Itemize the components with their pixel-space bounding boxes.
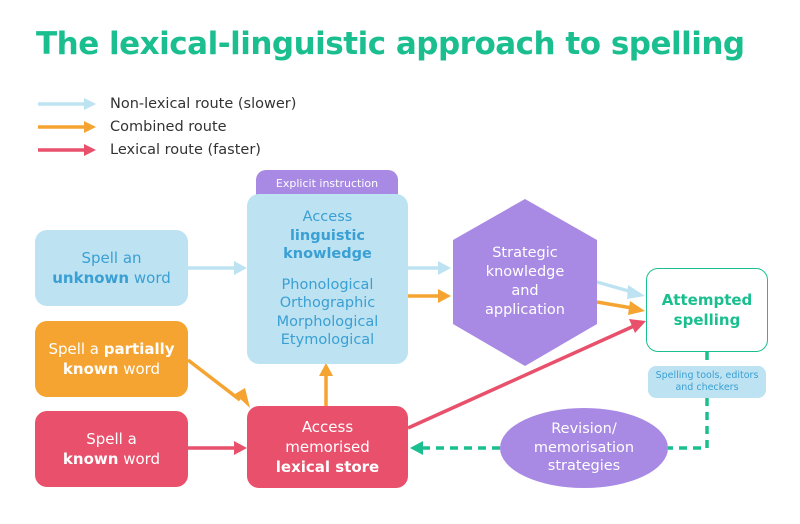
arrowhead (628, 301, 645, 315)
lexical-store-bold: lexical store (275, 458, 380, 477)
node-text: Spelling tools, editors (655, 370, 759, 382)
diagram-title: The lexical-linguistic approach to spell… (36, 26, 745, 62)
node-text: Spell a (48, 339, 100, 358)
node-text: memorisation (533, 439, 635, 456)
orange-arrow-icon (38, 121, 96, 133)
node-text: and checkers (675, 382, 739, 393)
spell-partially-known-word-box: Spell a partially known word (35, 321, 188, 397)
arrowhead (629, 319, 646, 333)
arrowhead (235, 388, 250, 408)
arrowhead (438, 289, 451, 303)
arrowhead (234, 441, 247, 455)
lexical-store-box: Access memorised lexical store (247, 406, 408, 488)
knowledge-type-etymological: Etymological (280, 332, 375, 349)
spell-unknown-word-box: Spell an unknown word (35, 230, 188, 306)
node-text: Spell an (81, 248, 142, 267)
knowledge-type-orthographic: Orthographic (279, 295, 376, 312)
light-blue-arrow-icon (38, 98, 96, 110)
node-text: application (485, 301, 565, 318)
node-text: Revision/ (551, 420, 617, 437)
arrowhead (410, 441, 423, 455)
lexical-access-label: Access (301, 417, 354, 436)
node-text: strategies (547, 458, 621, 475)
knowledge-type-phonological: Phonological (281, 276, 374, 293)
node-text: spelling (673, 311, 741, 329)
legend-label: Combined route (110, 119, 227, 135)
legend-item-combined: Combined route (36, 117, 227, 137)
strategic-hexagon (453, 199, 597, 366)
node-text: word (123, 450, 161, 468)
node-bold-text: partially (103, 339, 175, 358)
node-text: word (123, 360, 161, 378)
node-text: knowledge (485, 264, 565, 281)
legend-label: Non-lexical route (slower) (110, 96, 297, 112)
lexical-memorised-label: memorised (285, 437, 370, 456)
knowledge-type-morphological: Morphological (276, 313, 379, 330)
revision-ellipse (500, 408, 668, 488)
linguistic-bold-2: knowledge (283, 246, 372, 263)
spelling-tools-box: Spelling tools, editors and checkers (648, 366, 766, 398)
node-bold-text: known (62, 450, 119, 468)
arrowhead (319, 363, 333, 376)
node-text: Spell a (86, 429, 137, 448)
attempted-spelling-box: Attempted spelling (646, 268, 768, 352)
connector-tools-to-revision (668, 398, 709, 450)
linguistic-access-label: Access (302, 209, 353, 226)
connector-partial-to-lexical (186, 358, 242, 402)
explicit-instruction-tab: Explicit instruction (256, 170, 398, 196)
linguistic-bold-1: linguistic (289, 227, 366, 244)
legend-item-lexical: Lexical route (faster) (36, 140, 261, 160)
node-bold-text: unknown (52, 269, 130, 287)
legend-label: Lexical route (faster) (110, 142, 261, 158)
strategic-knowledge-label: Strategic knowledge and application (453, 240, 597, 324)
node-text: Strategic (492, 245, 558, 262)
arrowhead (627, 285, 645, 299)
node-bold-text: known (62, 360, 119, 378)
legend-item-non-lexical: Non-lexical route (slower) (36, 94, 296, 114)
spell-known-word-box: Spell a known word (35, 411, 188, 487)
revision-strategies-label: Revision/ memorisation strategies (500, 412, 668, 484)
pink-arrow-icon (38, 144, 96, 156)
node-text: Attempted (661, 290, 753, 309)
linguistic-knowledge-box: Access linguistic knowledge Phonological… (247, 194, 408, 364)
arrowhead (234, 261, 247, 275)
node-text: word (133, 269, 171, 287)
arrowhead (438, 261, 451, 275)
connector-strategic-to-attempted-orange (596, 300, 633, 310)
connector-lexical-to-attempted (407, 324, 635, 430)
connector-strategic-to-attempted-blue (596, 280, 633, 294)
node-text: and (511, 283, 539, 299)
